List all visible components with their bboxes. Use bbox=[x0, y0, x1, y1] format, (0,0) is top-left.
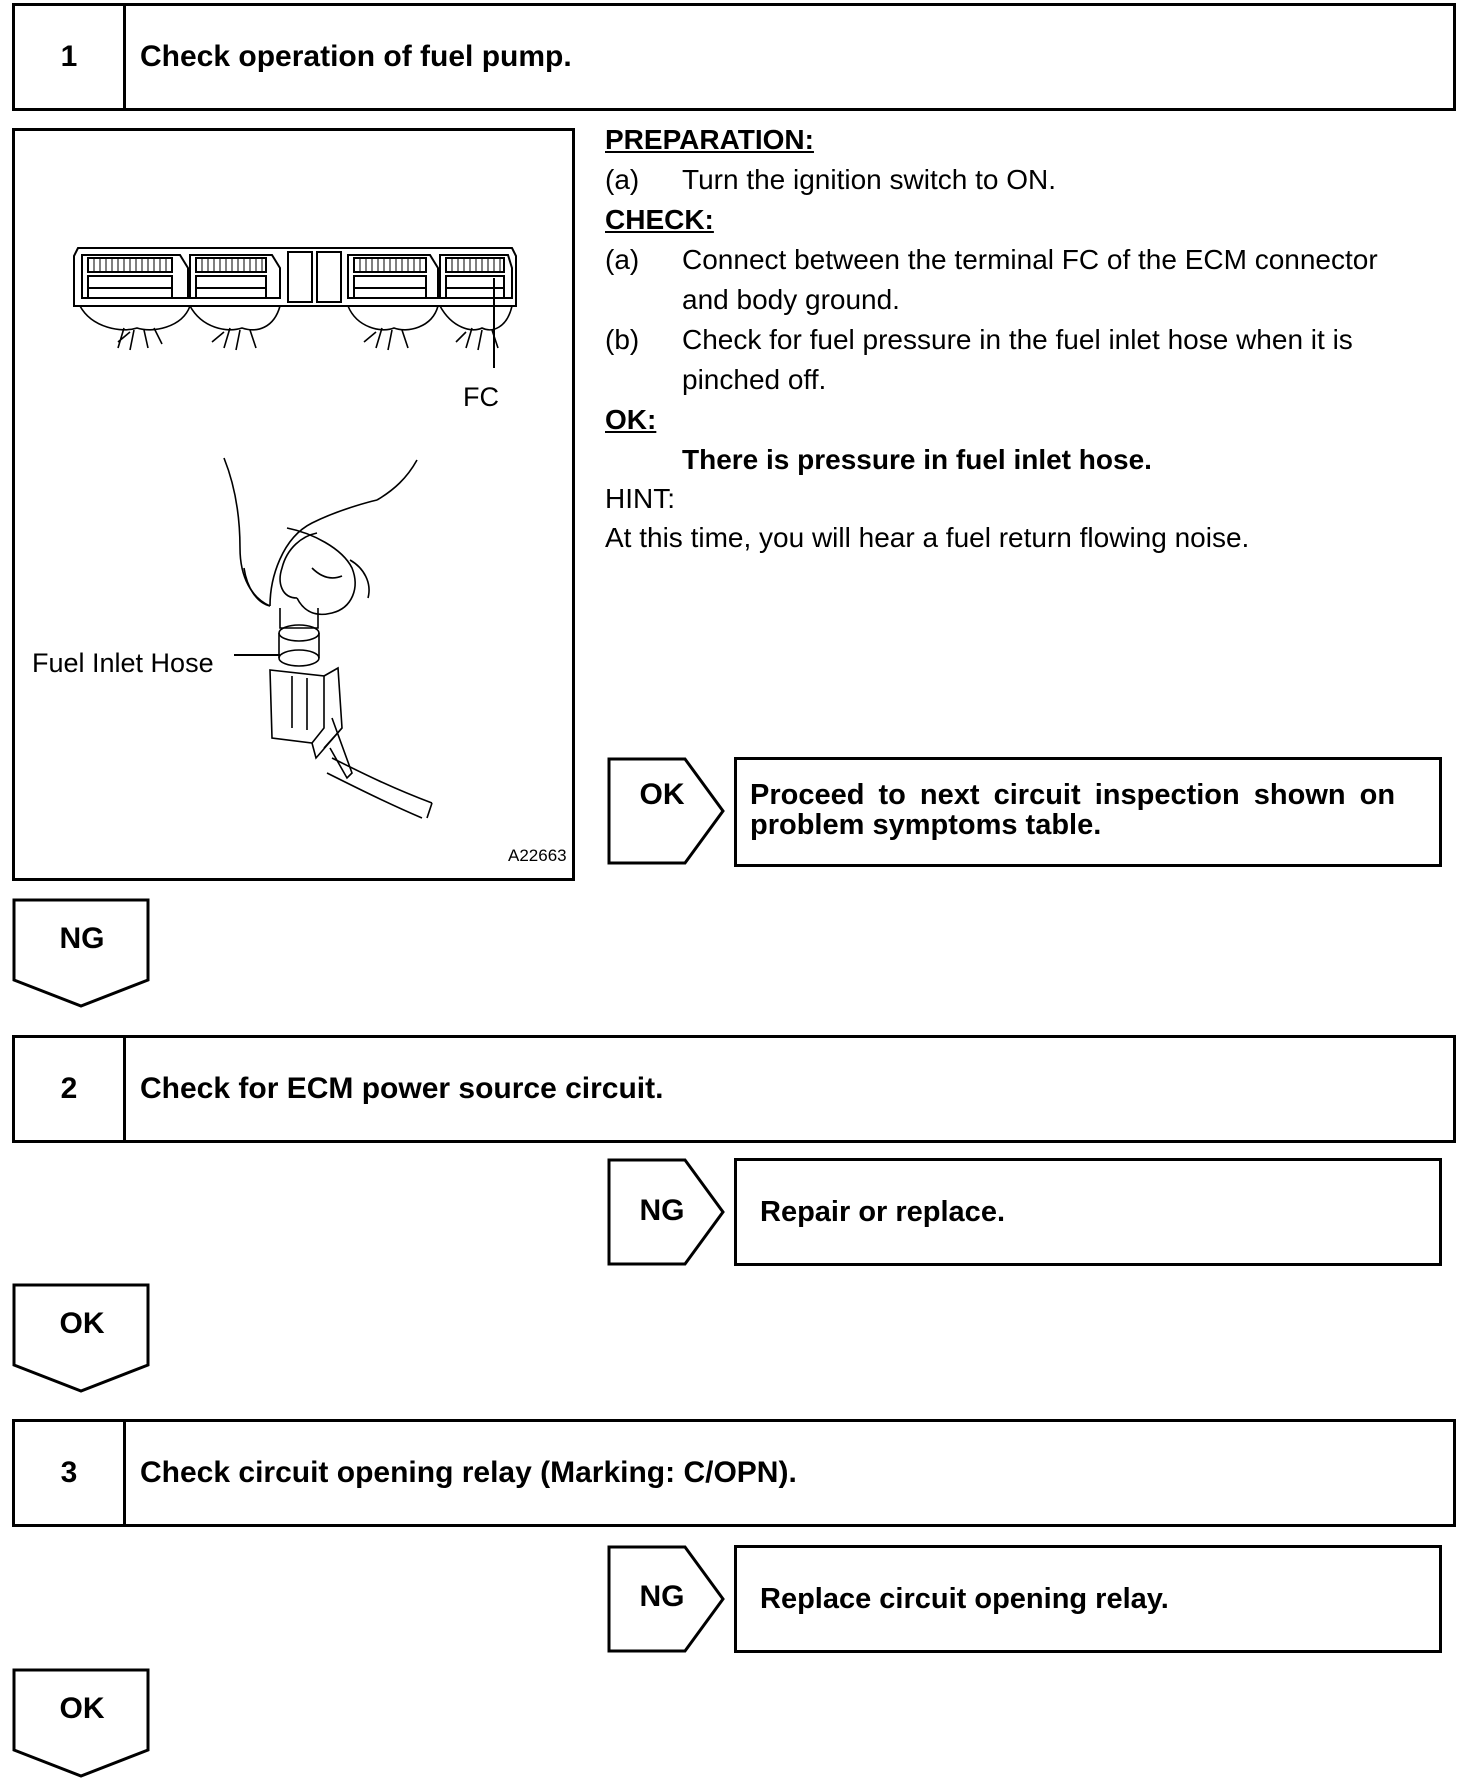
ng-result-box: Repair or replace. bbox=[734, 1158, 1442, 1266]
ok-down-tag-label-2: OK bbox=[59, 1692, 105, 1725]
check-heading: CHECK: bbox=[605, 204, 714, 235]
step-2-header: 2 Check for ECM power source circuit. bbox=[12, 1035, 1456, 1143]
step-3-header: 3 Check circuit opening relay (Marking: … bbox=[12, 1419, 1456, 1527]
ok-result-box: Proceed to next circuit inspection shown… bbox=[734, 757, 1442, 867]
step-1-number: 1 bbox=[15, 6, 126, 108]
ng-result-text: Repair or replace. bbox=[760, 1196, 1005, 1228]
check-a-letter: (a) bbox=[605, 244, 640, 275]
hint-text: At this time, you will hear a fuel retur… bbox=[605, 522, 1250, 553]
figure-id: A22663 bbox=[508, 846, 567, 865]
check-a-line2: and body ground. bbox=[682, 284, 900, 315]
ng-arrow-tag bbox=[607, 1158, 725, 1266]
ok-result-line2: problem symptoms table. bbox=[750, 809, 1102, 841]
step-3-number: 3 bbox=[15, 1422, 126, 1524]
step-3-title: Check circuit opening relay (Marking: C/… bbox=[140, 1456, 797, 1489]
figure-panel: FC Fuel Inlet Hose A22663 bbox=[12, 128, 575, 881]
check-b-letter: (b) bbox=[605, 324, 640, 355]
ng-down-tag bbox=[12, 898, 150, 1008]
ok-criteria: There is pressure in fuel inlet hose. bbox=[682, 444, 1152, 475]
hose-label: Fuel Inlet Hose bbox=[32, 648, 214, 678]
preparation-a-text: Turn the ignition switch to ON. bbox=[682, 164, 1057, 195]
step-2-title: Check for ECM power source circuit. bbox=[140, 1072, 664, 1105]
ok-down-tag bbox=[12, 1283, 150, 1393]
ok-tag-label: OK bbox=[639, 778, 685, 811]
check-b-line2: pinched off. bbox=[682, 364, 827, 395]
step-1-title: Check operation of fuel pump. bbox=[140, 40, 572, 73]
check-a-line1: Connect between the terminal FC of the E… bbox=[682, 244, 1378, 275]
ok-heading: OK: bbox=[605, 404, 657, 435]
ng-result-text-2: Replace circuit opening relay. bbox=[760, 1583, 1169, 1615]
ng-tag-label-2: NG bbox=[639, 1580, 685, 1613]
hint-heading: HINT: bbox=[605, 483, 675, 514]
preparation-a-letter: (a) bbox=[605, 164, 640, 195]
step-2-number: 2 bbox=[15, 1038, 126, 1140]
ecm-connector-illustration bbox=[73, 247, 517, 819]
ok-result-line1: Proceed to next circuit inspection shown… bbox=[750, 779, 1396, 811]
step-1-header: 1 Check operation of fuel pump. bbox=[12, 3, 1456, 111]
connector-label-fc: FC bbox=[463, 382, 499, 412]
check-b-line1: Check for fuel pressure in the fuel inle… bbox=[682, 324, 1353, 355]
preparation-heading: PREPARATION: bbox=[605, 124, 814, 155]
ng-result-box-2: Replace circuit opening relay. bbox=[734, 1545, 1442, 1653]
ng-arrow-tag-2 bbox=[607, 1545, 725, 1653]
ok-down-tag-2 bbox=[12, 1668, 150, 1778]
ng-tag-label: NG bbox=[639, 1194, 685, 1227]
ng-down-tag-label: NG bbox=[59, 922, 105, 955]
ok-arrow-tag bbox=[607, 757, 725, 865]
ok-down-tag-label: OK bbox=[59, 1307, 105, 1340]
